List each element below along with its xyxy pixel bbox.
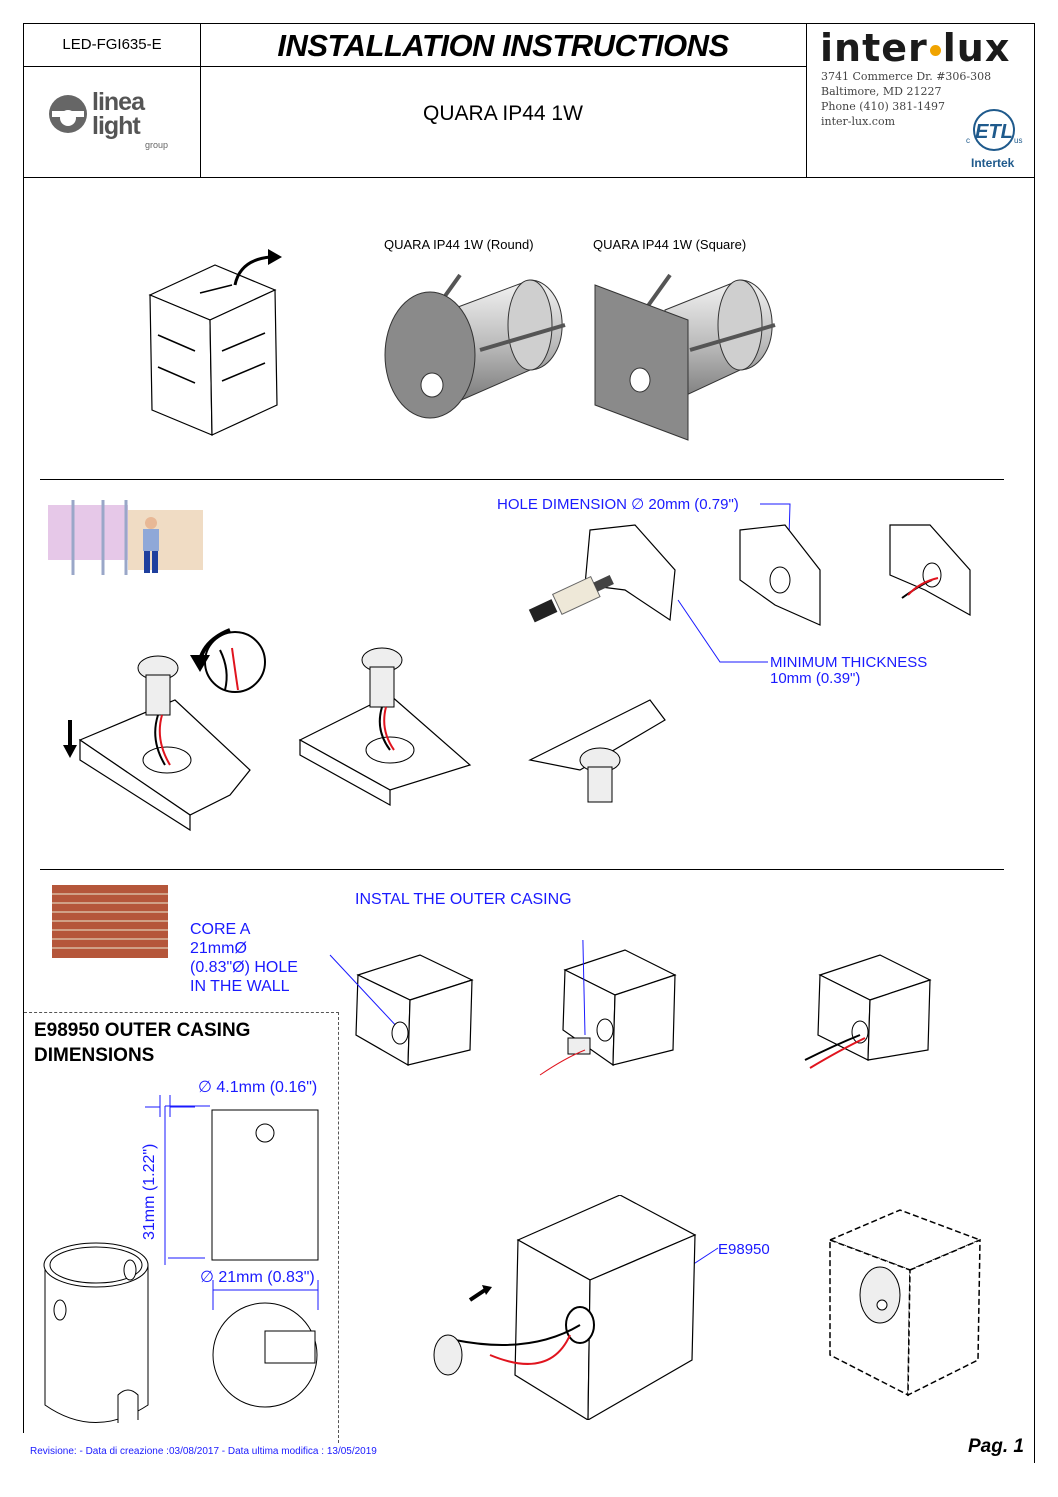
brand-part2: lux <box>942 26 1011 70</box>
doc-code: LED-FGI635-E <box>62 36 162 53</box>
drilling-steps-illustration <box>528 503 971 663</box>
etl-cert-mark: ETL c us Intertek <box>962 108 1026 174</box>
brick-wall-photo <box>52 885 168 958</box>
core-hole-label: CORE A 21mmØ (0.83"Ø) HOLE IN THE WALL <box>190 920 298 996</box>
linea-light-logo: linea light group <box>48 88 188 156</box>
square-fixture-illustration <box>594 273 776 441</box>
round-fixture-illustration <box>384 273 566 419</box>
logo-word-linea: linea <box>92 88 145 116</box>
min-thickness-line1: MINIMUM THICKNESS <box>770 654 928 671</box>
page-border-right <box>1034 23 1035 1463</box>
installer-photo <box>48 495 203 577</box>
page-title: INSTALLATION INSTRUCTIONS <box>277 28 729 63</box>
outer-casing-drawing <box>43 1095 319 1423</box>
brand-dot-icon <box>929 45 941 56</box>
hole-diameter-dimension: ∅ 4.1mm (0.16") <box>198 1079 318 1096</box>
intertek-label: Intertek <box>971 156 1015 170</box>
address-line-2: Baltimore, MD 21227 <box>821 85 942 98</box>
page-number: Pag. 1 <box>968 1436 1024 1457</box>
interlux-brand: inter lux <box>820 26 1010 70</box>
header-divider-right <box>806 23 807 177</box>
product-name: QUARA IP44 1W <box>423 102 583 125</box>
casing-diameter-dimension: ∅ 21mm (0.83") <box>200 1269 315 1286</box>
package-box-illustration <box>148 249 282 436</box>
part-code-label: E98950 <box>718 1241 770 1258</box>
core-hole-line4: IN THE WALL <box>190 978 290 995</box>
header-divider-title <box>200 66 806 67</box>
outer-casing-title-line1: E98950 OUTER CASING <box>34 1020 251 1041</box>
wall-coring-steps <box>329 940 932 1076</box>
install-outer-casing-label: INSTAL THE OUTER CASING <box>355 891 572 908</box>
linea-light-logo-icon <box>49 95 87 133</box>
header-border-bottom <box>23 177 1035 178</box>
etl-c-label: c <box>966 136 970 145</box>
header-divider-code <box>23 66 201 67</box>
core-hole-line1: CORE A <box>190 921 251 938</box>
page-border-left <box>23 23 24 1433</box>
logo-word-group: group <box>145 140 169 150</box>
etl-logo-icon: ETL <box>973 109 1015 151</box>
address-line-3: Phone (410) 381-1497 <box>821 100 945 113</box>
hole-dimension-label: HOLE DIMENSION ∅ 20mm (0.79") <box>497 496 739 513</box>
header-divider-left <box>200 23 201 177</box>
svg-text:ETL: ETL <box>975 121 1013 143</box>
etl-us-label: us <box>1014 136 1023 145</box>
brand-part1: inter <box>820 26 928 70</box>
fixture-insertion-steps <box>63 628 666 832</box>
outer-casing-panel <box>24 1012 339 1443</box>
logo-word-light: light <box>92 112 141 140</box>
address-line-4: inter-lux.com <box>821 115 896 128</box>
min-thickness-line2: 10mm (0.39") <box>770 670 861 687</box>
address-line-1: 3741 Commerce Dr. #306-308 <box>821 70 992 83</box>
section-divider-2 <box>40 869 1004 870</box>
core-hole-line2: 21mmØ <box>190 940 247 957</box>
min-thickness-label: MINIMUM THICKNESS 10mm (0.39") <box>770 655 927 687</box>
core-hole-line3: (0.83"Ø) HOLE <box>190 959 298 976</box>
section-divider-1 <box>40 479 1004 480</box>
revision-footer: Revisione: - Data di creazione :03/08/20… <box>30 1446 377 1457</box>
header-border-top <box>23 23 1035 24</box>
outer-casing-title: E98950 OUTER CASING DIMENSIONS <box>34 1018 250 1068</box>
outer-casing-title-line2: DIMENSIONS <box>34 1045 155 1066</box>
casing-insertion-steps <box>433 1195 983 1420</box>
square-model-label: QUARA IP44 1W (Square) <box>593 237 747 252</box>
round-model-label: QUARA IP44 1W (Round) <box>384 237 534 252</box>
